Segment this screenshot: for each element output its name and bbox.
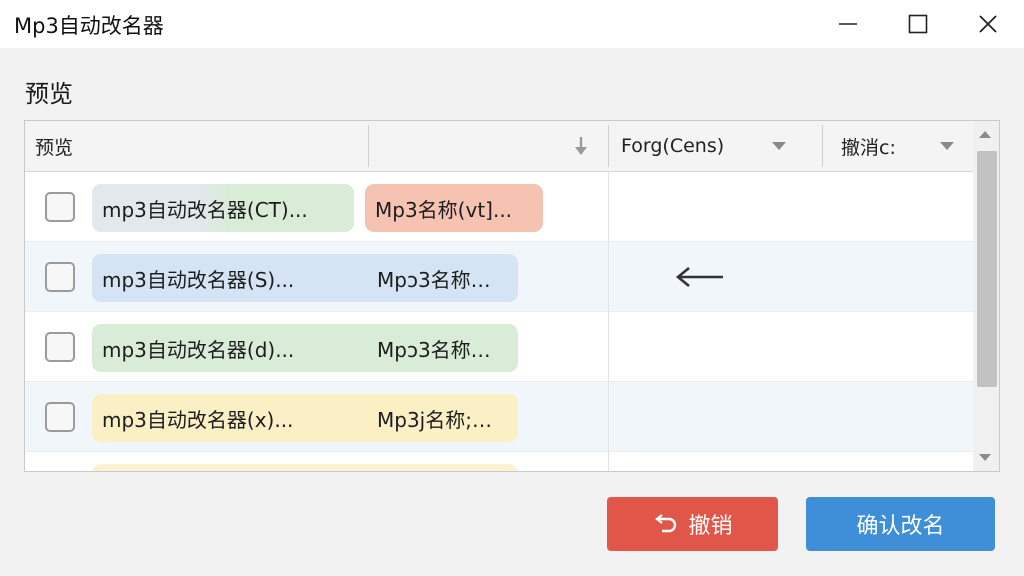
column-header-forg[interactable]: Forg(Cens) — [621, 121, 801, 171]
table-row-partial[interactable] — [25, 452, 973, 471]
row-checkbox[interactable] — [45, 332, 75, 362]
original-name-chip: mp3自动改名器(S)... Mpɔ3名称… — [92, 254, 518, 302]
original-name-text: mp3自动改名器(d)... — [102, 337, 295, 362]
left-arrow-icon — [675, 266, 723, 288]
original-name-chip-partial — [92, 464, 518, 471]
new-name-text: Mp3j名称;… — [377, 407, 492, 432]
new-name-text: Mpɔ3名称… — [377, 267, 491, 292]
original-name-text: mp3自动改名器(x)... — [102, 407, 294, 432]
new-name-chip: Mp3名称(vt]... — [365, 184, 543, 232]
row-checkbox[interactable] — [45, 192, 75, 222]
maximize-icon — [908, 14, 928, 34]
table-row[interactable]: mp3自动改名器(x)... Mp3j名称;… — [25, 382, 973, 452]
original-name-chip: mp3自动改名器(x)... Mp3j名称;… — [92, 394, 518, 442]
minimize-button[interactable] — [818, 0, 878, 48]
table-row[interactable]: mp3自动改名器(d)... Mpɔ3名称… — [25, 312, 973, 382]
row-checkbox[interactable] — [45, 402, 75, 432]
original-name-text: mp3自动改名器(S)... — [102, 267, 295, 292]
grid-rows: mp3自动改名器(CT)... Mp3名称(vt]... mp3自动改名器(S)… — [25, 172, 973, 471]
vertical-scrollbar[interactable] — [973, 121, 999, 471]
sort-down-arrow-icon — [575, 137, 587, 155]
scroll-up-icon[interactable] — [979, 131, 991, 138]
table-row[interactable]: mp3自动改名器(S)... Mpɔ3名称… — [25, 242, 973, 312]
column-header-label: Forg(Cens) — [621, 135, 725, 157]
grid-header: 预览 Forg(Cens) 撤消c: — [25, 121, 973, 172]
window-title: Mp3自动改名器 — [14, 14, 164, 38]
undo-arrow-icon — [655, 514, 677, 533]
preview-grid: 预览 Forg(Cens) 撤消c: mp3自动改名器(CT)... Mp3名称… — [24, 120, 1000, 472]
column-header-preview[interactable]: 预览 — [35, 121, 365, 171]
scroll-down-icon[interactable] — [979, 454, 991, 461]
chevron-down-icon[interactable] — [772, 142, 786, 150]
maximize-button[interactable] — [888, 0, 948, 48]
confirm-button-label: 确认改名 — [856, 514, 945, 539]
chevron-down-icon[interactable] — [940, 142, 954, 150]
close-icon — [979, 15, 997, 33]
title-bar: Mp3自动改名器 — [0, 0, 1024, 48]
scroll-thumb[interactable] — [977, 151, 997, 387]
undo-button[interactable]: 撤销 — [607, 497, 778, 551]
row-checkbox[interactable] — [45, 262, 75, 292]
column-header-sort[interactable] — [369, 121, 608, 171]
section-title: 预览 — [25, 80, 73, 108]
close-button[interactable] — [958, 0, 1018, 48]
minimize-icon — [839, 23, 857, 25]
confirm-rename-button[interactable]: 确认改名 — [806, 497, 995, 551]
column-header-label: 预览 — [35, 136, 74, 159]
new-name-text: Mpɔ3名称… — [377, 337, 491, 362]
original-name-chip: mp3自动改名器(CT)... — [92, 184, 354, 232]
table-row[interactable]: mp3自动改名器(CT)... Mp3名称(vt]... — [25, 172, 973, 242]
column-header-label: 撤消c: — [841, 136, 896, 159]
undo-button-label: 撤销 — [688, 514, 733, 539]
original-name-chip: mp3自动改名器(d)... Mpɔ3名称… — [92, 324, 518, 372]
column-header-undo[interactable]: 撤消c: — [841, 121, 941, 171]
